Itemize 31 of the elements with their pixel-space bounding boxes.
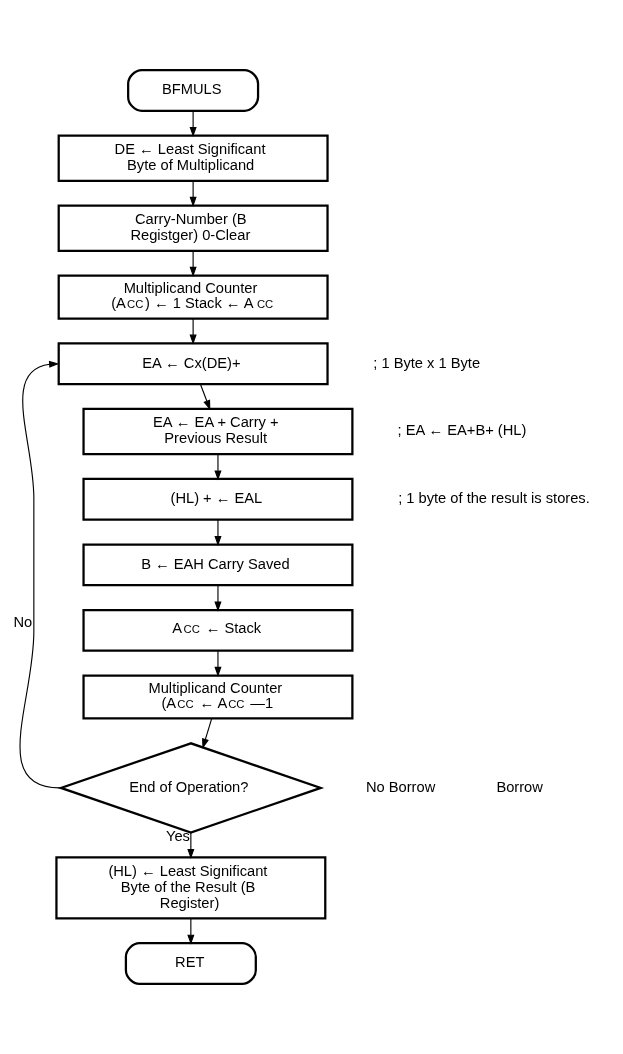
node-box: BFMULS bbox=[126, 68, 259, 112]
arrow bbox=[213, 453, 222, 481]
label: No Borrow bbox=[365, 778, 435, 795]
node-box: Carry-Number (B Registger) 0-Clear bbox=[57, 204, 329, 252]
arrow bbox=[19, 360, 60, 789]
arrow bbox=[189, 110, 197, 138]
arrow bbox=[199, 383, 210, 411]
arrow bbox=[189, 318, 197, 345]
node-label: ; 1 Byte x 1 Byte bbox=[372, 354, 480, 371]
node-box: EA ← EA + Carry + Previous Result bbox=[81, 407, 353, 456]
edge-label: No bbox=[13, 614, 32, 631]
node-box: (HL) ← Least Significant Byte of the Result (B Register) bbox=[54, 856, 326, 920]
node-box: RET bbox=[124, 942, 257, 986]
label: Borrow bbox=[495, 778, 543, 795]
node-box: EA ← Cx(DE)+ bbox=[57, 342, 329, 386]
node-box: DE ← Least Significant Byte of Multiplicand bbox=[57, 134, 329, 182]
arrow bbox=[189, 180, 197, 208]
node-box: Multiplicand Counter (ACC ← ACC —1 bbox=[81, 674, 353, 720]
arrow bbox=[213, 584, 222, 612]
node-box: Multiplicand Counter (ACC) ← 1 Stack ← ACC bbox=[57, 274, 329, 320]
node-box: B ← EAH Carry Saved bbox=[81, 543, 353, 587]
node-box: (HL) + ← EAL bbox=[81, 477, 353, 521]
arrow bbox=[186, 832, 194, 860]
node-label: ; EA ← EA+B+ (HL) bbox=[397, 422, 526, 439]
arrow bbox=[213, 650, 222, 677]
node-label: ; 1 byte of the result is stores. bbox=[397, 490, 590, 507]
arrow bbox=[189, 250, 197, 277]
node-box: ACC ← Stack bbox=[81, 608, 353, 652]
arrow bbox=[186, 917, 194, 945]
arrow bbox=[213, 519, 222, 547]
arrow bbox=[201, 718, 212, 749]
